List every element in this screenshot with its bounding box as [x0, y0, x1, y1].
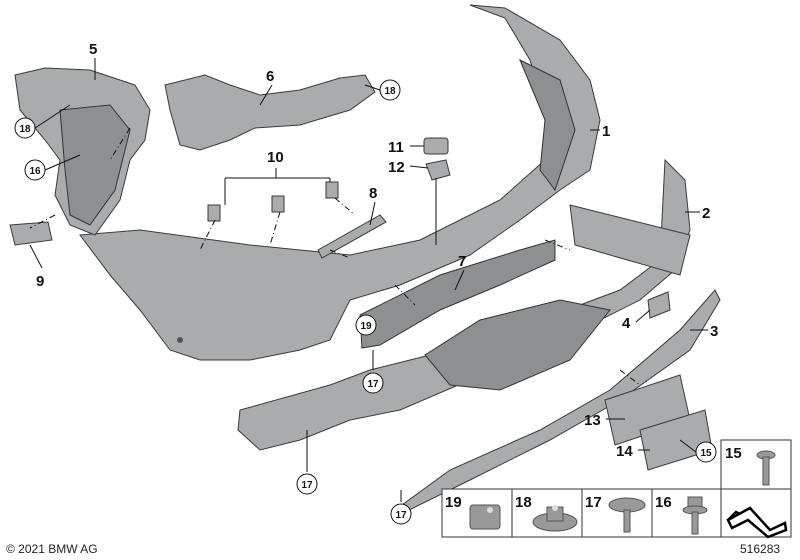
hex-bolt-icon: [682, 496, 708, 535]
svg-text:15: 15: [725, 445, 742, 462]
legend-item-17: 17: [585, 494, 646, 533]
clip-nut-icon: [469, 504, 501, 530]
part-2-lower-panel[interactable]: [237, 158, 691, 451]
label-10: 10: [267, 149, 284, 166]
label-1: 1: [602, 123, 610, 140]
washer-screw-icon: [608, 497, 646, 533]
part-labels: 1 2 3 4 5 6 7 8 9 10 11 12 13 14: [36, 41, 718, 460]
fastener-legend: 15 19 18 17 16: [441, 439, 792, 539]
svg-text:17: 17: [395, 510, 407, 521]
label-5: 5: [89, 41, 97, 58]
circled-label-17: 17: [362, 372, 384, 394]
svg-text:16: 16: [29, 166, 41, 177]
svg-text:18: 18: [515, 494, 532, 511]
label-4: 4: [622, 315, 631, 332]
svg-text:19: 19: [445, 494, 462, 511]
flange-nut-icon: [532, 505, 578, 532]
circled-label-17: 17: [296, 473, 318, 495]
legend-item-15: 15: [725, 445, 776, 486]
part-1-bumper-cover[interactable]: [79, 4, 601, 361]
circled-label-18: 18: [379, 79, 401, 101]
part-10-clips[interactable]: [207, 181, 339, 222]
svg-text:17: 17: [301, 480, 313, 491]
screw-icon: [756, 450, 776, 486]
copyright-text: © 2021 BMW AG: [6, 542, 98, 556]
part-4-bracket[interactable]: [647, 291, 671, 319]
circled-label-17: 17: [390, 503, 412, 525]
label-14: 14: [616, 443, 633, 460]
label-7: 7: [458, 253, 466, 270]
part-12-holder[interactable]: [425, 159, 451, 181]
part-5-bracket[interactable]: [14, 67, 151, 236]
part-6-bracket[interactable]: [164, 74, 376, 151]
label-13: 13: [584, 412, 601, 429]
label-12: 12: [388, 159, 405, 176]
svg-text:19: 19: [360, 321, 372, 332]
label-2: 2: [702, 205, 710, 222]
legend-item-16: 16: [655, 494, 708, 535]
svg-text:17: 17: [585, 494, 602, 511]
circled-label-16: 16: [24, 159, 46, 181]
leader-lines: [29, 58, 708, 502]
diagram-id: 516283: [740, 542, 781, 556]
svg-text:18: 18: [19, 124, 31, 135]
legend-item-18: 18: [515, 494, 578, 532]
circled-label-19: 19: [355, 314, 377, 336]
circled-label-18: 18: [14, 117, 36, 139]
label-6: 6: [266, 68, 274, 85]
svg-text:17: 17: [367, 379, 379, 390]
part-7-carrier[interactable]: [359, 239, 556, 349]
circled-label-15: 15: [695, 441, 717, 463]
svg-text:18: 18: [384, 86, 396, 97]
label-3: 3: [710, 323, 718, 340]
svg-text:16: 16: [655, 494, 672, 511]
part-8-strip[interactable]: [317, 214, 387, 259]
label-9: 9: [36, 273, 44, 290]
direction-arrow-icon: [726, 506, 788, 539]
legend-item-19: 19: [445, 494, 501, 530]
part-11-sensor[interactable]: [423, 137, 449, 155]
part-3-diffuser[interactable]: [393, 289, 721, 513]
label-8: 8: [369, 185, 377, 202]
part-9-reflector-frame[interactable]: [9, 221, 53, 246]
circled-labels: 18 18 16 19 17 17 17 15: [14, 79, 717, 525]
svg-text:15: 15: [700, 448, 712, 459]
label-11: 11: [388, 139, 404, 156]
